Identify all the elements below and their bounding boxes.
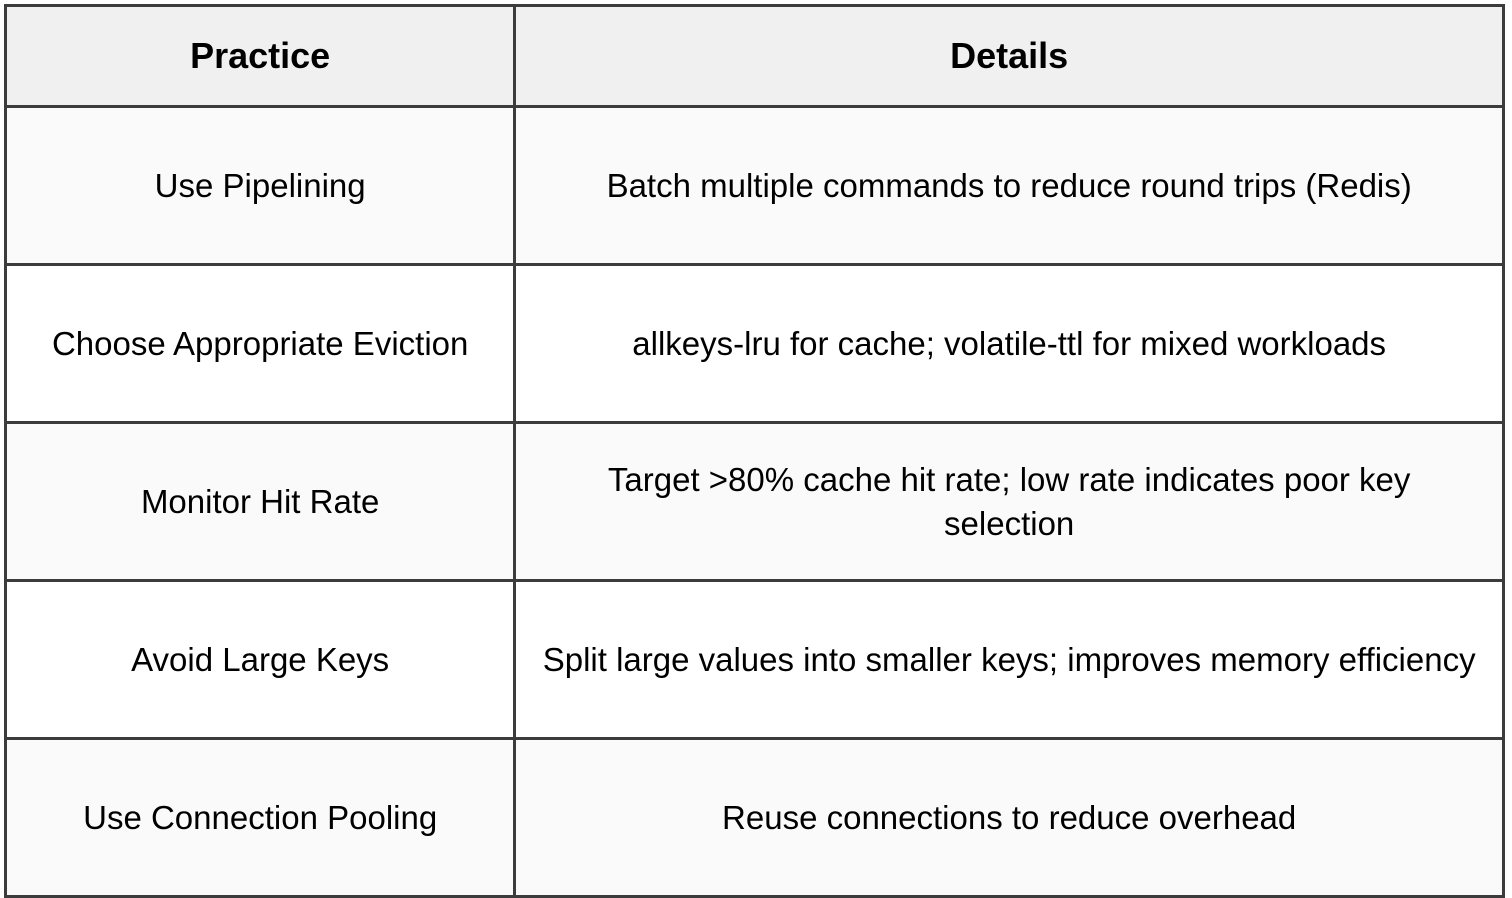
- table-header: Practice Details: [3, 4, 1505, 108]
- column-header-practice: Practice: [3, 4, 517, 108]
- best-practices-table: Practice Details Use Pipelining Batch mu…: [3, 4, 1505, 898]
- cell-details: Target >80% cache hit rate; low rate ind…: [513, 421, 1505, 582]
- cell-details: Reuse connections to reduce overhead: [513, 737, 1505, 898]
- table-container: Practice Details Use Pipelining Batch mu…: [3, 4, 1505, 898]
- table-body: Use Pipelining Batch multiple commands t…: [3, 105, 1505, 898]
- table-row: Monitor Hit Rate Target >80% cache hit r…: [3, 421, 1505, 582]
- table-row: Use Pipelining Batch multiple commands t…: [3, 105, 1505, 266]
- cell-details: Split large values into smaller keys; im…: [513, 579, 1505, 740]
- cell-details: allkeys-lru for cache; volatile-ttl for …: [513, 263, 1505, 424]
- column-header-details: Details: [513, 4, 1505, 108]
- table-header-row: Practice Details: [3, 4, 1505, 108]
- cell-practice: Use Connection Pooling: [3, 737, 517, 898]
- cell-practice: Monitor Hit Rate: [3, 421, 517, 582]
- table-row: Avoid Large Keys Split large values into…: [3, 579, 1505, 740]
- table-row: Use Connection Pooling Reuse connections…: [3, 737, 1505, 898]
- cell-practice: Choose Appropriate Eviction: [3, 263, 517, 424]
- cell-practice: Use Pipelining: [3, 105, 517, 266]
- cell-details: Batch multiple commands to reduce round …: [513, 105, 1505, 266]
- cell-practice: Avoid Large Keys: [3, 579, 517, 740]
- table-row: Choose Appropriate Eviction allkeys-lru …: [3, 263, 1505, 424]
